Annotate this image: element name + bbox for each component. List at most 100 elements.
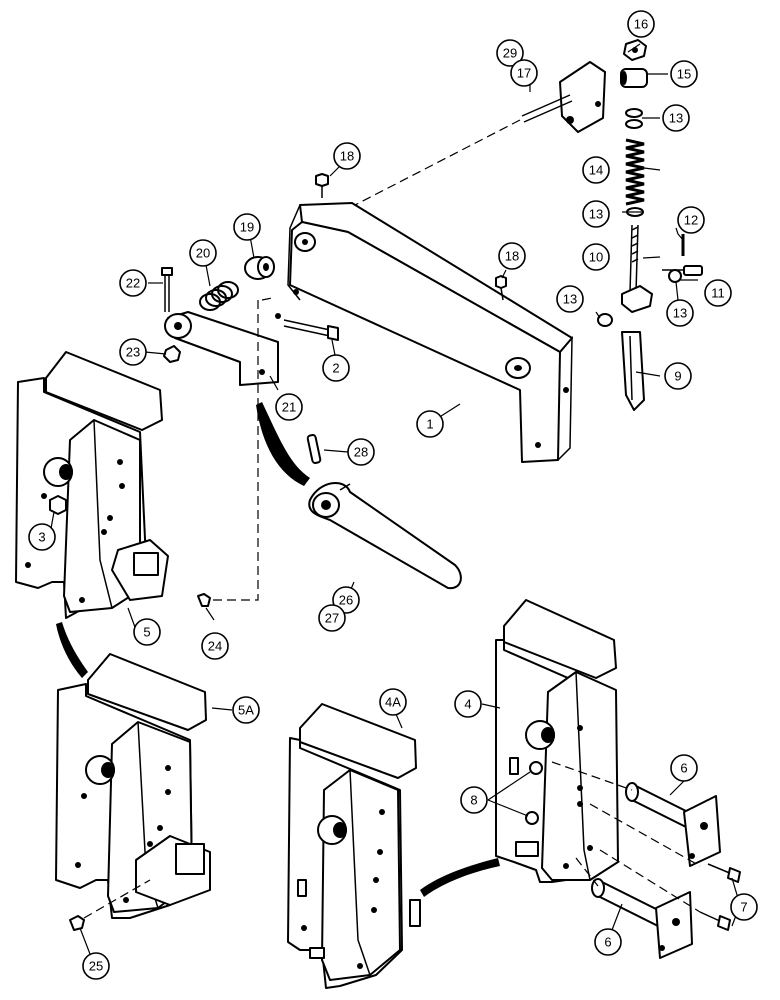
wrench-handle-part — [308, 482, 462, 590]
alignment-line — [551, 761, 633, 791]
alignment-line — [599, 849, 701, 913]
alignment-line — [83, 879, 151, 919]
callout-8: 8 — [460, 786, 488, 814]
alignment-line — [589, 803, 701, 867]
svg-text:21: 21 — [282, 400, 296, 415]
curved-arrow — [256, 402, 310, 486]
callout-13-top: 13 — [662, 104, 690, 132]
callout-18-left: 18 — [333, 142, 361, 170]
cam-part — [244, 256, 275, 280]
hitch-pin-part — [591, 878, 693, 959]
lever-bracket-part — [521, 61, 606, 133]
grease-fitting-part — [315, 173, 329, 187]
svg-text:3: 3 — [38, 530, 45, 545]
latch-plate-part — [621, 331, 645, 411]
alignment-line — [200, 300, 259, 601]
svg-text:6: 6 — [604, 935, 611, 950]
callout-4a: 4A — [379, 688, 407, 716]
callout-27: 27 — [318, 604, 346, 632]
svg-text:11: 11 — [711, 286, 725, 301]
bolt-part — [283, 319, 339, 341]
svg-text:4: 4 — [464, 697, 471, 712]
svg-text:6: 6 — [680, 761, 687, 776]
alignment-line — [575, 857, 599, 887]
svg-text:14: 14 — [589, 163, 603, 178]
roll-pin-part — [306, 434, 322, 464]
grease-fitting-part — [69, 915, 85, 931]
callout-5: 5 — [133, 618, 161, 646]
svg-text:8: 8 — [470, 793, 477, 808]
svg-text:2: 2 — [332, 361, 339, 376]
callout-1: 1 — [416, 410, 444, 438]
svg-text:13: 13 — [589, 207, 603, 222]
svg-text:13: 13 — [563, 292, 577, 307]
coil-spring-part — [199, 281, 239, 311]
mount-bracket-part — [495, 599, 619, 883]
callout-16: 16 — [627, 10, 655, 38]
bolt-part — [662, 265, 703, 276]
svg-text:10: 10 — [589, 250, 603, 265]
callout-29: 29 — [496, 39, 524, 67]
svg-text:29: 29 — [503, 46, 517, 61]
alignment-line — [354, 119, 521, 206]
bolt-part — [699, 863, 741, 931]
grease-fitting-part — [495, 275, 507, 289]
spacer-part — [620, 68, 648, 88]
svg-text:9: 9 — [674, 369, 681, 384]
svg-text:16: 16 — [634, 17, 648, 32]
svg-text:5: 5 — [143, 625, 150, 640]
svg-text:18: 18 — [505, 249, 519, 264]
grease-fitting-part — [197, 593, 211, 607]
svg-text:13: 13 — [669, 111, 683, 126]
callout-18-right: 18 — [498, 242, 526, 270]
callout-6-upper: 6 — [670, 754, 698, 782]
svg-text:7: 7 — [740, 900, 747, 915]
rod-part — [621, 224, 653, 313]
svg-text:13: 13 — [673, 306, 687, 321]
callout-4: 4 — [454, 690, 482, 718]
nut-part — [529, 761, 543, 775]
callout-21: 21 — [275, 393, 303, 421]
callout-7: 7 — [730, 893, 758, 921]
svg-text:20: 20 — [196, 246, 210, 261]
link-arm-part — [164, 311, 279, 386]
nut-part — [623, 39, 647, 61]
callout-10: 10 — [582, 243, 610, 271]
callout-11: 11 — [704, 279, 732, 307]
mount-bracket-part — [15, 351, 169, 619]
washer-part — [597, 108, 682, 327]
callout-25: 25 — [82, 952, 110, 980]
nut-part — [163, 345, 181, 363]
callout-22: 22 — [119, 269, 147, 297]
mount-bracket-part — [55, 653, 211, 919]
curved-arrow — [420, 858, 500, 897]
svg-text:18: 18 — [340, 149, 354, 164]
callout-2: 2 — [322, 354, 350, 382]
svg-text:22: 22 — [126, 276, 140, 291]
svg-text:25: 25 — [89, 959, 103, 974]
callout-20: 20 — [189, 239, 217, 267]
callout-17: 17 — [510, 59, 538, 87]
svg-text:19: 19 — [240, 220, 254, 235]
callout-13-right: 13 — [666, 299, 694, 327]
svg-text:17: 17 — [517, 66, 531, 81]
alignment-line — [261, 297, 273, 301]
callout-23: 23 — [119, 338, 147, 366]
callout-24: 24 — [201, 632, 229, 660]
callout-28: 28 — [347, 438, 375, 466]
callout-15: 15 — [670, 60, 698, 88]
callout-3: 3 — [28, 523, 56, 551]
svg-text:1: 1 — [426, 417, 433, 432]
svg-text:5A: 5A — [238, 703, 254, 718]
svg-text:4A: 4A — [385, 695, 401, 710]
svg-text:24: 24 — [208, 639, 222, 654]
callout-5a: 5A — [232, 696, 260, 724]
callout-13-mid: 13 — [582, 200, 610, 228]
crossbar-part — [275, 202, 573, 463]
callout-9: 9 — [664, 362, 692, 390]
callout-19: 19 — [233, 213, 261, 241]
svg-text:15: 15 — [677, 67, 691, 82]
svg-text:23: 23 — [126, 345, 140, 360]
svg-text:28: 28 — [354, 445, 368, 460]
